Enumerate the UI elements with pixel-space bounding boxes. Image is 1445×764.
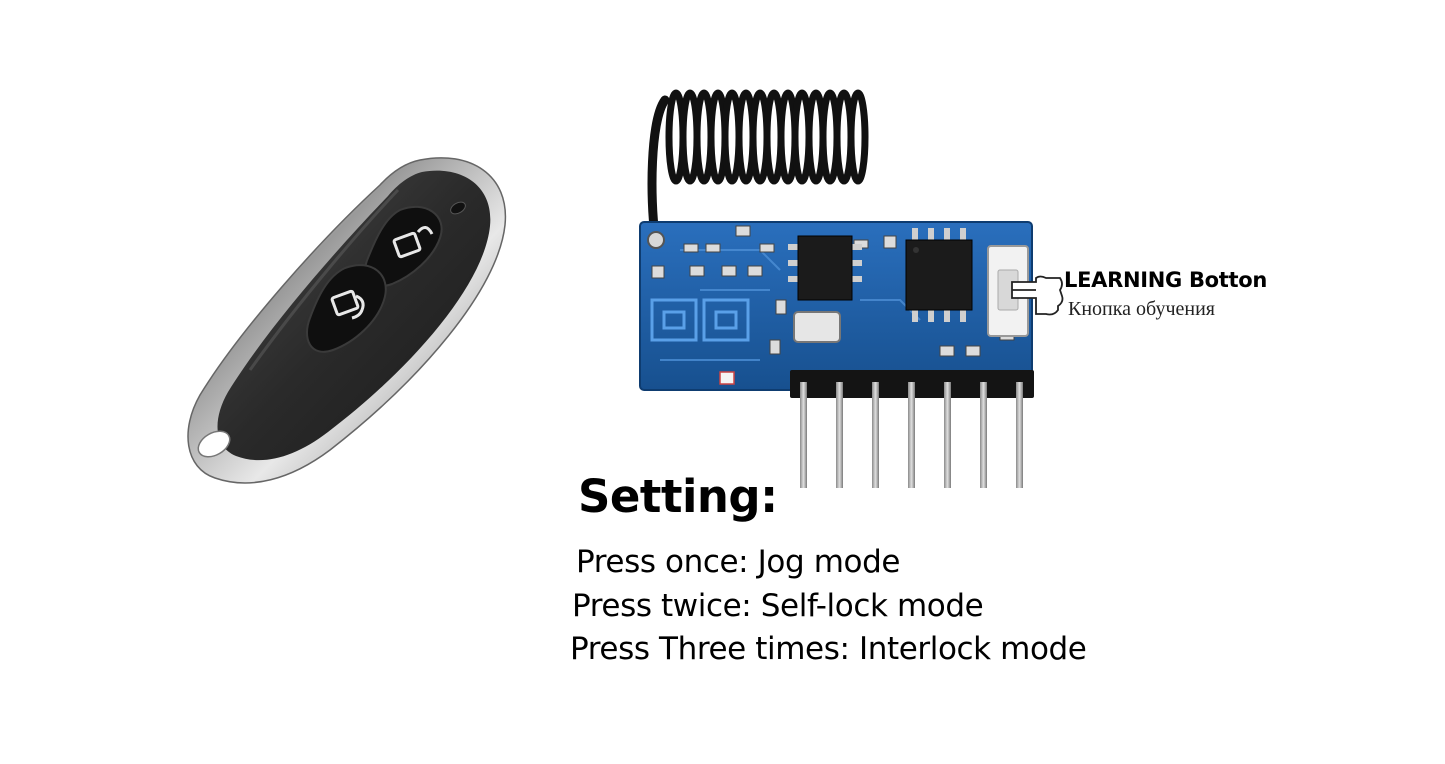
learning-button-label-ru: Кнопка обучения — [1068, 298, 1215, 320]
setting-title: Setting: — [578, 470, 778, 523]
receiver-module — [639, 221, 1034, 488]
remote-fob — [187, 157, 507, 484]
mode-line-jog: Press once: Jog mode — [576, 544, 901, 580]
pcb-ic-chip-2 — [905, 228, 973, 322]
unlock-icon — [392, 231, 422, 259]
learning-button-label: LEARNING Botton — [1064, 268, 1268, 292]
mode-line-interlock: Press Three times: Interlock mode — [570, 631, 1087, 667]
pcb-ic-chip-1 — [788, 235, 862, 301]
pcb-crystal — [793, 311, 841, 343]
remote-led-icon — [450, 201, 466, 215]
mode-line-self-lock: Press twice: Self-lock mode — [572, 588, 984, 624]
learning-button — [987, 245, 1029, 337]
header-pins — [800, 382, 1023, 488]
remote-button-lock — [306, 264, 387, 353]
antenna-coil — [647, 89, 869, 240]
pcb-antenna-pads — [650, 298, 750, 342]
remote-keyring-hole — [197, 430, 231, 458]
pcb-led — [719, 371, 735, 385]
lock-icon — [330, 289, 360, 317]
pointing-hand-icon — [1011, 275, 1064, 316]
remote-button-unlock — [364, 205, 443, 287]
